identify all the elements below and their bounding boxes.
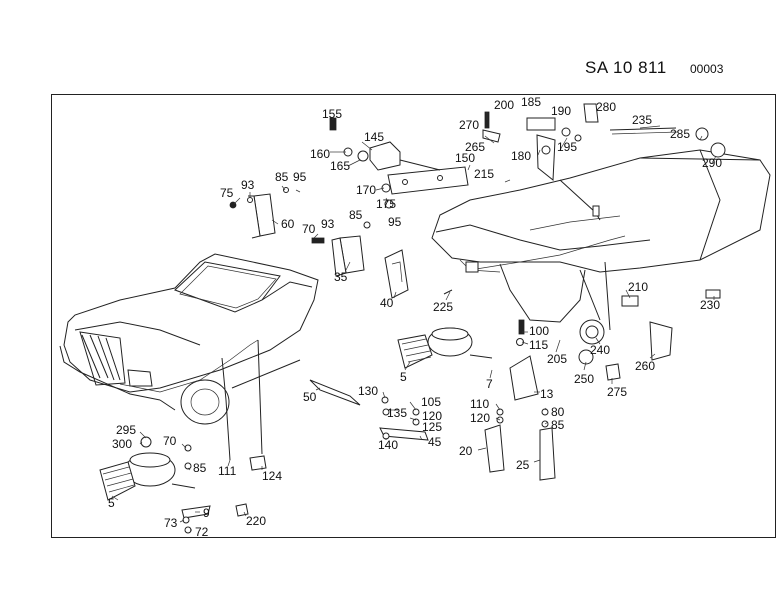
relay-bracket-assembly (329, 117, 469, 209)
bracket-40 (384, 249, 409, 299)
callout-25: 25 (516, 458, 530, 472)
callout-175: 175 (376, 197, 396, 211)
callout-13: 13 (540, 387, 554, 401)
bracket-60 (229, 187, 289, 239)
callout-93b: 93 (321, 217, 335, 231)
callout-100: 100 (529, 324, 549, 338)
callout-160: 160 (310, 147, 330, 161)
callout-50: 50 (303, 390, 317, 404)
callout-labels: 155 145 160 165 150 170 175 200 185 190 … (108, 95, 722, 539)
diagram-code: SA 10 811 (585, 58, 667, 77)
horn-right (397, 327, 493, 369)
callout-210: 210 (628, 280, 648, 294)
callout-200: 200 (494, 98, 514, 112)
callout-285: 285 (670, 127, 690, 141)
callout-45: 45 (428, 435, 442, 449)
sheet-number: 00003 (690, 62, 724, 76)
callout-155: 155 (322, 107, 342, 121)
callout-85b: 85 (349, 208, 363, 222)
callout-95b: 95 (388, 215, 402, 229)
callout-105: 105 (421, 395, 441, 409)
callout-5b: 5 (108, 496, 115, 510)
callout-270: 270 (459, 118, 479, 132)
callout-170: 170 (356, 183, 376, 197)
callout-115: 115 (529, 338, 548, 352)
callout-140: 140 (378, 438, 398, 452)
callout-295: 295 (116, 423, 136, 437)
callout-60: 60 (281, 217, 295, 231)
callout-111: 111 (218, 464, 237, 478)
callout-180: 180 (511, 149, 531, 163)
callout-195: 195 (557, 140, 577, 154)
callout-95a: 95 (293, 170, 307, 184)
callout-110: 110 (470, 397, 489, 411)
front-car-illustration (59, 253, 319, 425)
callout-20: 20 (459, 444, 473, 458)
callout-240: 240 (590, 343, 610, 357)
callout-70b: 70 (163, 434, 177, 448)
callout-250: 250 (574, 372, 594, 386)
callout-7: 7 (486, 377, 493, 391)
callout-165: 165 (330, 159, 350, 173)
callout-120b: 120 (470, 411, 490, 425)
callout-150: 150 (455, 151, 475, 165)
callout-280: 280 (596, 100, 616, 114)
callout-9: 9 (203, 506, 210, 520)
callout-275: 275 (607, 385, 627, 399)
callout-235: 235 (632, 113, 652, 127)
callout-70a: 70 (302, 222, 316, 236)
callout-93a: 93 (241, 178, 255, 192)
callout-185: 185 (521, 95, 541, 109)
callout-35: 35 (334, 270, 348, 284)
callout-120a: 120 (422, 409, 442, 423)
lower-left-parts (140, 339, 267, 534)
bracket-35 (311, 221, 371, 277)
callout-300: 300 (112, 437, 132, 451)
callout-265: 265 (465, 140, 485, 154)
callout-215: 215 (474, 167, 494, 181)
callout-230: 230 (700, 298, 720, 312)
callout-72: 72 (195, 525, 209, 539)
callout-135: 135 (387, 406, 407, 420)
callout-290: 290 (702, 156, 722, 170)
callout-73: 73 (164, 516, 178, 530)
callout-40: 40 (380, 296, 394, 310)
callout-205: 205 (547, 352, 567, 366)
callout-130: 130 (358, 384, 378, 398)
callout-75: 75 (220, 186, 234, 200)
diagram-frame (51, 94, 776, 538)
callout-225: 225 (433, 300, 453, 314)
callout-85a: 85 (275, 170, 289, 184)
callout-125: 125 (422, 420, 442, 434)
leader-lines (111, 112, 717, 531)
callout-220: 220 (246, 514, 266, 528)
callout-190: 190 (551, 104, 571, 118)
misc-lower-parts (309, 261, 721, 481)
horn-left (99, 452, 196, 501)
callout-85d: 85 (193, 461, 207, 475)
callout-80: 80 (551, 405, 565, 419)
callout-145: 145 (364, 130, 384, 144)
callout-260: 260 (635, 359, 655, 373)
callout-124: 124 (262, 469, 282, 483)
top-right-parts (482, 103, 726, 221)
callout-85c: 85 (551, 418, 565, 432)
callout-5a: 5 (400, 370, 407, 384)
